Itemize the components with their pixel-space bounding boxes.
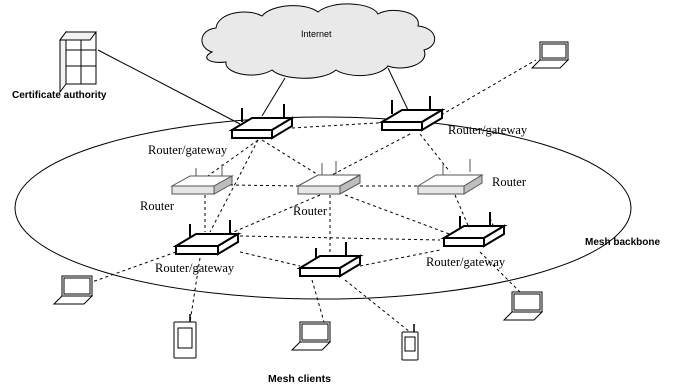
- wired-links: [97, 49, 409, 125]
- internet-cloud: [201, 3, 435, 79]
- router-left-label: Router: [140, 199, 175, 213]
- laptop-left-icon: [52, 275, 94, 305]
- router-right-icon: [416, 159, 484, 195]
- phone-left-icon: [173, 314, 197, 359]
- laptop-bottom-right-icon: [502, 291, 544, 321]
- router-gateway-bottom-left-icon: [172, 220, 242, 256]
- router-left-icon: [170, 164, 234, 195]
- mesh-backbone-label: Mesh backbone: [585, 237, 660, 248]
- router-center-label: Router: [293, 204, 328, 218]
- internet-label: Internet: [301, 29, 332, 39]
- laptop-top-right-icon: [530, 41, 570, 69]
- router-gateway-bottom-left-label: Router/gateway: [155, 261, 235, 275]
- certificate-authority-label: Certificate authority: [12, 90, 107, 101]
- router-gateway-top-left-icon: [228, 104, 296, 140]
- laptop-bottom-center-icon: [290, 321, 332, 351]
- mesh-clients-label: Mesh clients: [268, 373, 331, 385]
- phone-center-icon: [401, 324, 419, 361]
- router-gateway-bottom-right-icon: [440, 212, 508, 248]
- wireless-links: [91, 59, 537, 333]
- router-gateway-bottom-right-label: Router/gateway: [426, 255, 506, 269]
- router-gateway-top-left-label: Router/gateway: [148, 143, 228, 157]
- link-internet-gw-top-right: [387, 67, 409, 111]
- router-gateway-top-right-icon: [378, 96, 446, 132]
- router-right-label: Router: [492, 175, 527, 189]
- mesh-backbone-ellipse: [14, 116, 632, 300]
- router-gateway-bottom-center-icon: [296, 242, 364, 278]
- certificate-authority-server-icon: [59, 30, 97, 94]
- link-certificate-authority: [97, 49, 241, 125]
- router-gateway-top-right-label: Router/gateway: [448, 123, 528, 137]
- link-internet-gw-top-left: [261, 77, 286, 117]
- router-center-icon: [297, 161, 361, 195]
